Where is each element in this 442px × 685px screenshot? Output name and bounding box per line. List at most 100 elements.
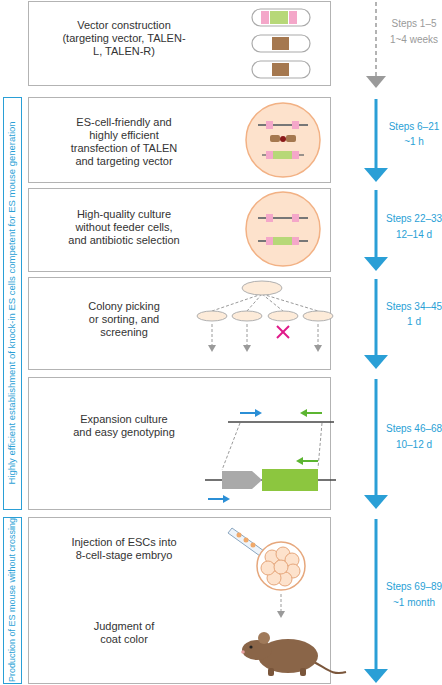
knock-in-allele	[205, 479, 336, 481]
step-arrow-head	[366, 76, 386, 88]
step-arrows	[364, 2, 388, 683]
culture-dish	[303, 311, 333, 321]
step-arrow-head	[364, 168, 388, 182]
screen-arrow-head	[208, 345, 216, 352]
step-arrow-head	[364, 495, 388, 509]
step-range: Steps 6–21	[386, 121, 442, 133]
plasmid-icons	[252, 9, 310, 78]
homology-arm	[292, 151, 299, 159]
box-label: ES-cell-friendly and highly efficient tr…	[67, 116, 182, 168]
screen-arrow	[318, 324, 319, 346]
phase-band: Production of ES mouse without crossing	[3, 517, 22, 684]
knock-in-cassette	[262, 469, 318, 491]
step-duration: 12–14 d	[386, 229, 442, 241]
process-box: Colony picking or sorting, and screening	[28, 277, 331, 370]
cell	[246, 192, 320, 266]
pick-line	[262, 294, 318, 311]
insert-cassette	[273, 151, 292, 159]
homology-region	[266, 121, 273, 129]
box-label: High-quality culture without feeder cell…	[67, 208, 181, 247]
blastomere	[267, 571, 281, 585]
chromosome	[258, 124, 308, 126]
primer-head	[296, 457, 303, 465]
step-arrow-shaft	[375, 190, 378, 259]
mouse-tail	[314, 662, 346, 673]
blastomere	[274, 560, 288, 574]
blastomere	[278, 572, 292, 586]
homology-region	[292, 214, 299, 222]
step-range: Steps 22–33	[386, 213, 442, 225]
mouse-head	[242, 640, 272, 660]
colony-picking	[197, 281, 333, 352]
screen-arrow-head	[314, 345, 322, 352]
vector-backbone	[262, 154, 304, 156]
homology-arm	[261, 11, 269, 24]
talen-protein	[286, 135, 296, 142]
mouse-eye	[249, 645, 252, 648]
step-range: Steps 69–89	[386, 581, 442, 593]
process-box: Vector construction (targeting vector, T…	[28, 1, 331, 86]
screen-arrow	[247, 324, 248, 346]
homology-region	[292, 121, 299, 129]
development-arrow-head	[277, 611, 285, 618]
blastomere	[286, 564, 300, 578]
selected-cell	[246, 192, 320, 266]
process-box: Injection of ESCs into 8-cell-stage embr…	[28, 517, 331, 684]
homology-arm	[289, 11, 297, 24]
box-label: Vector construction (targeting vector, T…	[62, 19, 187, 58]
step-duration: ~1 h	[386, 136, 442, 148]
band-label: Production of ES mouse without crossing	[4, 512, 20, 685]
primer-head	[223, 495, 230, 503]
mouse-nose	[241, 650, 245, 654]
primer-head	[255, 409, 262, 417]
insertion-guide	[318, 423, 322, 468]
pick-line	[247, 294, 262, 311]
box-label: Expansion culture and easy genotyping	[72, 413, 177, 439]
box-label: Colony picking or sorting, and screening	[84, 300, 164, 339]
culture-dish	[268, 311, 298, 321]
blastomere	[261, 561, 275, 575]
process-box: High-quality culture without feeder cell…	[28, 188, 331, 272]
homology-region	[292, 237, 299, 245]
step-range: Steps 1–5	[386, 18, 442, 30]
step-arrow-shaft	[375, 379, 378, 497]
homology-arm	[266, 151, 273, 159]
insertion-guide	[222, 423, 240, 470]
step-arrow-head	[364, 355, 388, 369]
screen-arrow-head	[243, 345, 251, 352]
step-arrow-head	[364, 669, 388, 683]
talen-segment	[272, 63, 289, 76]
primer-forward	[240, 412, 256, 414]
blastomere	[276, 547, 290, 561]
mouse-leg	[300, 668, 306, 676]
cut-site	[280, 136, 286, 142]
screen-arrow	[212, 324, 213, 346]
mouse-body	[258, 639, 318, 673]
injection-pipette	[228, 528, 264, 556]
blastomere	[285, 553, 299, 567]
plasmid	[252, 61, 310, 78]
embryo-injection	[228, 528, 305, 618]
culture-dish	[242, 281, 282, 295]
primer-reverse	[306, 412, 322, 414]
step-arrow-shaft	[375, 519, 378, 671]
step-arrow-dashed	[375, 2, 377, 77]
step-duration: 1 d	[386, 316, 442, 328]
step-duration: 10–12 d	[386, 439, 442, 451]
step-range: Steps 46–68	[386, 423, 442, 435]
culture-dish	[232, 311, 262, 321]
cell	[246, 103, 320, 177]
plasmid	[252, 9, 310, 26]
process-box: Expansion culture and easy genotyping	[28, 377, 331, 510]
pick-line	[262, 294, 283, 311]
phase-band: Highly efficient establishment of knock-…	[3, 97, 22, 510]
es-cell	[244, 538, 249, 543]
culture-dish	[197, 311, 227, 321]
step-duration: 1~4 weeks	[386, 34, 442, 46]
homology-region	[266, 237, 273, 245]
homology-region	[266, 214, 273, 222]
reject-cross	[277, 326, 289, 338]
